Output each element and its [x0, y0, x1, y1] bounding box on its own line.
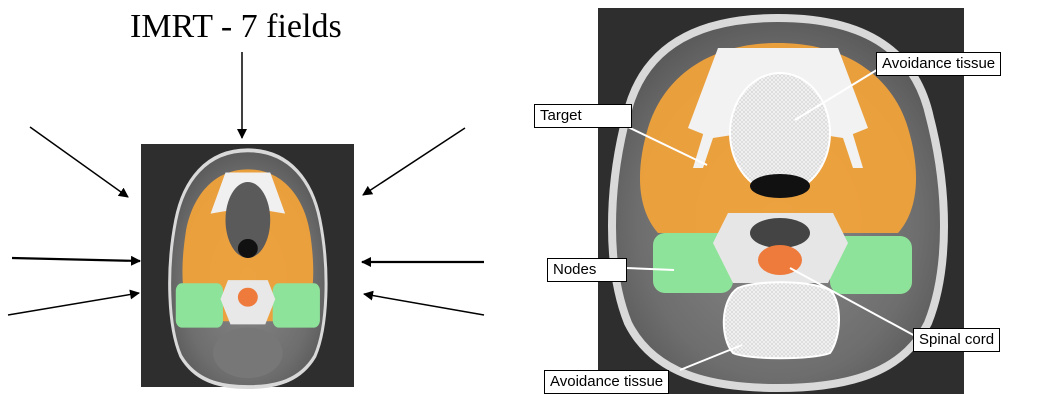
label-avoidance-tissue-top: Avoidance tissue: [876, 52, 1001, 76]
avoidance-tissue-bottom-region: [724, 282, 839, 358]
beam-arrow-lower-left: [8, 293, 139, 315]
beam-arrow-upper-right: [363, 128, 465, 195]
label-nodes: Nodes: [547, 258, 627, 282]
label-avoidance-tissue-bottom: Avoidance tissue: [544, 370, 669, 394]
label-spinal-cord: Spinal cord: [913, 328, 1000, 352]
label-target: Target: [534, 104, 632, 128]
beam-arrow-upper-left: [30, 127, 128, 197]
left-ct-image: [141, 144, 354, 387]
beam-arrow-lower-right: [364, 294, 484, 315]
beam-arrow-mid-left: [12, 258, 140, 261]
